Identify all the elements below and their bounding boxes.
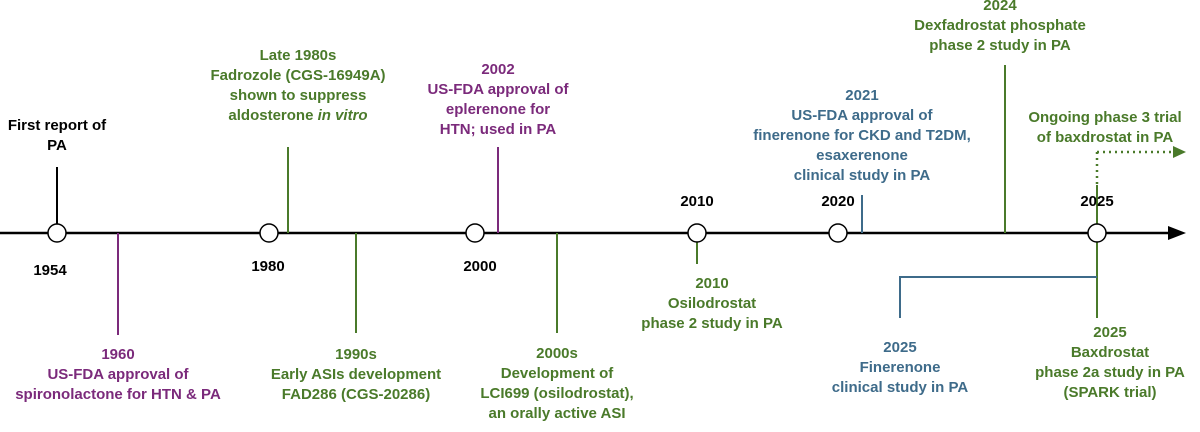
marker-2000: [465, 223, 485, 243]
year-2000: 2000: [463, 258, 497, 275]
marker-2010: [687, 223, 707, 243]
event-2010-year: 2010: [695, 275, 729, 292]
event-2000s-year: 2000s: [536, 345, 578, 362]
event-2010-line: phase 2 study in PA: [641, 315, 783, 332]
event-2000s-line: Development of: [500, 365, 614, 382]
event-2025-baxdrostat-year: 2025: [1093, 324, 1127, 341]
ongoing-arrowhead: [1173, 146, 1186, 158]
event-late1980s-prefix: aldosterone: [228, 107, 318, 124]
event-2024: 2024 Dexfadrostat phosphate phase 2 stud…: [914, 0, 1086, 56]
event-ongoing-line: of baxdrostat in PA: [1036, 129, 1174, 146]
event-1990s: 1990s Early ASIs development FAD286 (CGS…: [271, 345, 441, 405]
event-2002: 2002 US-FDA approval of eplerenone for H…: [427, 60, 568, 140]
event-2002-line: eplerenone for: [445, 101, 551, 118]
event-2024-line: phase 2 study in PA: [929, 37, 1071, 54]
event-2025-baxdrostat: 2025 Baxdrostat phase 2a study in PA (SP…: [1035, 323, 1185, 403]
marker-1954: [47, 223, 67, 243]
event-2010: 2010 Osilodrostat phase 2 study in PA: [641, 274, 782, 334]
event-2000s-line: an orally active ASI: [488, 405, 626, 422]
marker-1980: [259, 223, 279, 243]
event-2000s-line: LCI699 (osilodrostat),: [480, 385, 634, 402]
event-first-report-line: First report of: [7, 117, 107, 134]
event-2025-baxdrostat-line: phase 2a study in PA: [1035, 364, 1185, 381]
event-2021-line: finerenone for CKD and T2DM,: [753, 127, 971, 144]
event-2002-line: HTN; used in PA: [439, 121, 557, 138]
event-2002-line: US-FDA approval of: [427, 81, 569, 98]
event-late1980s-italic: in vitro: [317, 107, 368, 124]
year-2020: 2020: [821, 193, 855, 210]
event-1990s-line: Early ASIs development: [270, 366, 442, 383]
event-2025-finerenone-line: clinical study in PA: [831, 379, 969, 396]
event-2000s: 2000s Development of LCI699 (osilodrosta…: [480, 344, 633, 424]
event-1960-line: US-FDA approval of: [47, 366, 189, 383]
event-1990s-line: FAD286 (CGS-20286): [281, 386, 431, 403]
event-late1980s-line: aldosterone in vitro: [210, 106, 385, 126]
event-1960-year: 1960: [101, 346, 135, 363]
event-first-report: First report of PA: [8, 116, 106, 156]
event-1960-line: spironolactone for HTN & PA: [15, 386, 221, 403]
event-2010-line: Osilodrostat: [667, 295, 757, 312]
event-2025-baxdrostat-line: Baxdrostat: [1070, 344, 1150, 361]
event-2025-finerenone: 2025 Finerenone clinical study in PA: [832, 338, 968, 398]
event-2025-finerenone-line: Finerenone: [859, 359, 941, 376]
year-2010: 2010: [680, 193, 714, 210]
event-2021-year: 2021: [845, 87, 879, 104]
event-late1980s-year: Late 1980s: [259, 47, 337, 64]
event-late1980s-line: Fadrozole (CGS-16949A): [210, 67, 386, 84]
year-1980: 1980: [251, 258, 285, 275]
year-2025: 2025: [1080, 193, 1114, 210]
timeline-arrowhead: [1168, 226, 1186, 240]
event-2021-line: clinical study in PA: [793, 167, 931, 184]
event-1990s-year: 1990s: [335, 346, 377, 363]
marker-2025: [1087, 223, 1107, 243]
event-late1980s-line: shown to suppress: [229, 87, 367, 104]
event-1960: 1960 US-FDA approval of spironolactone f…: [15, 345, 221, 405]
event-2025-finerenone-year: 2025: [883, 339, 917, 356]
event-2024-line: Dexfadrostat phosphate: [914, 17, 1086, 34]
year-1954: 1954: [33, 262, 67, 279]
marker-2020: [828, 223, 848, 243]
event-ongoing-line: Ongoing phase 3 trial: [1028, 109, 1182, 126]
event-2024-year: 2024: [983, 0, 1017, 14]
event-late1980s: Late 1980s Fadrozole (CGS-16949A) shown …: [210, 46, 385, 126]
event-first-report-line: PA: [47, 137, 67, 154]
event-2021-line: esaxerenone: [816, 147, 908, 164]
event-2025-baxdrostat-line: (SPARK trial): [1063, 384, 1157, 401]
connector-2025-finerenone: [899, 276, 1097, 318]
event-2021-line: US-FDA approval of: [791, 107, 933, 124]
event-2021: 2021 US-FDA approval of finerenone for C…: [753, 86, 971, 186]
event-2002-year: 2002: [481, 61, 515, 78]
event-ongoing: Ongoing phase 3 trial of baxdrostat in P…: [1028, 108, 1181, 148]
